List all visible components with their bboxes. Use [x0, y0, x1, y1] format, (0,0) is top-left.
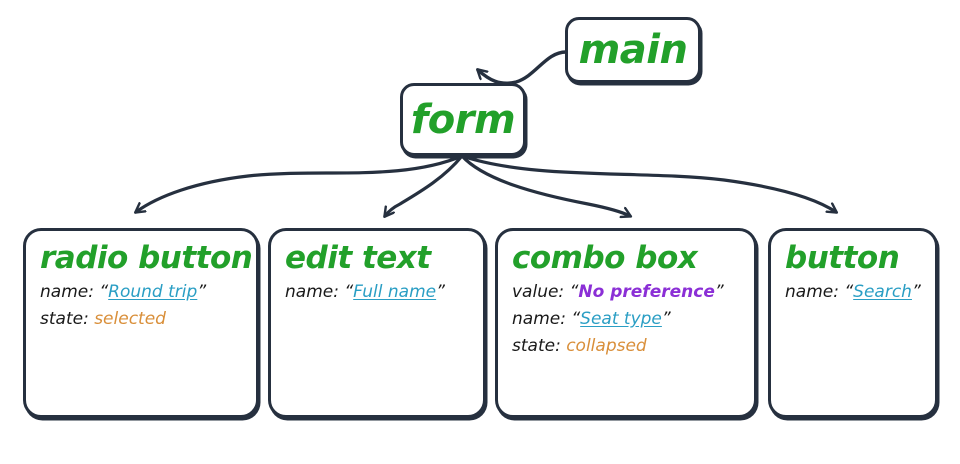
node-edit-text[interactable]: edit text name: “Full name”: [268, 228, 486, 418]
edge-form-to-radio-button: [136, 154, 464, 212]
attr-value-state: collapsed: [566, 336, 647, 356]
attr-row-name: name: “Round trip”: [40, 284, 256, 301]
attr-row-name: name: “Full name”: [285, 284, 483, 301]
quote-close: ”: [661, 309, 671, 329]
edge-main-to-form: [478, 50, 568, 85]
quote-open: “: [344, 282, 354, 302]
quote-open: “: [569, 282, 579, 302]
attr-key-state: state:: [512, 336, 561, 356]
edge-form-to-combo-box: [460, 154, 630, 216]
node-main-label: main: [578, 27, 688, 73]
quote-close: ”: [436, 282, 445, 302]
quote-open: “: [99, 282, 109, 302]
edge-form-to-button: [460, 154, 836, 212]
node-main-inner: main: [568, 20, 698, 80]
attr-key-name: name:: [785, 282, 839, 302]
node-radio-button-title: radio button: [40, 240, 253, 276]
node-button[interactable]: button name: “Search”: [768, 228, 938, 418]
attr-row-name: name: “Seat type”: [512, 311, 754, 328]
attr-row-state: state: selected: [40, 311, 256, 328]
node-combo-box-title: combo box: [512, 240, 698, 276]
quote-close: ”: [911, 282, 921, 302]
quote-open: “: [571, 309, 581, 329]
attr-row-value: value: “No preference”: [512, 284, 754, 301]
node-main[interactable]: main: [565, 17, 701, 83]
quote-open: “: [844, 282, 854, 302]
attr-row-state: state: collapsed: [512, 338, 754, 355]
attr-value-name: Round trip: [108, 282, 198, 302]
node-edit-text-title: edit text: [285, 240, 431, 276]
node-form-inner: form: [403, 86, 523, 153]
attr-value-state: selected: [94, 309, 166, 329]
edge-form-to-edit-text: [385, 154, 464, 216]
quote-close: ”: [714, 282, 724, 302]
attr-key-name: name:: [40, 282, 94, 302]
attr-key-name: name:: [285, 282, 339, 302]
attr-value-name: Search: [853, 282, 912, 302]
node-form[interactable]: form: [400, 83, 526, 156]
attr-value-name: Seat type: [580, 309, 662, 329]
node-radio-button[interactable]: radio button name: “Round trip” state: s…: [23, 228, 259, 418]
attr-value-value: No preference: [578, 282, 715, 302]
node-button-title: button: [785, 240, 900, 276]
attr-key-state: state:: [40, 309, 89, 329]
quote-close: ”: [197, 282, 207, 302]
attr-key-name: name:: [512, 309, 566, 329]
attr-key-value: value:: [512, 282, 565, 302]
node-form-label: form: [410, 96, 516, 143]
attr-row-name: name: “Search”: [785, 284, 935, 301]
node-combo-box[interactable]: combo box value: “No preference” name: “…: [495, 228, 757, 418]
attr-value-name: Full name: [353, 282, 437, 302]
